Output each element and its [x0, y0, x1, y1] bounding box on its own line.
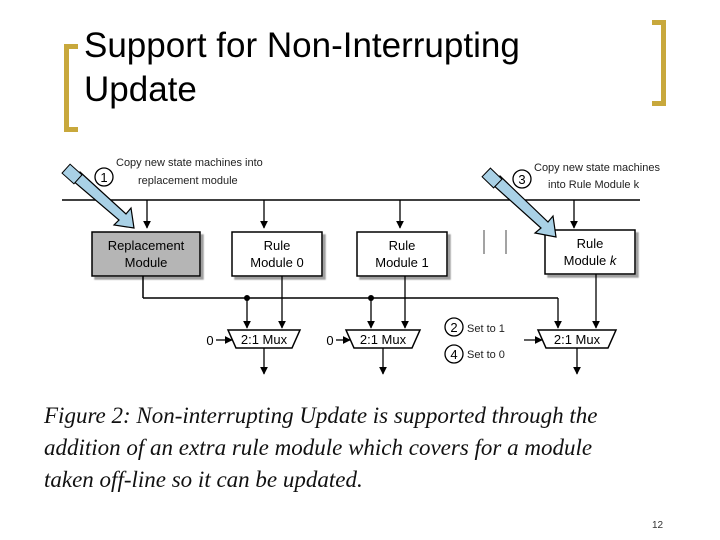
step-1-note-line-2: replacement module — [138, 175, 238, 187]
svg-text:Module: Module — [125, 255, 168, 270]
slide-title: Support for Non-Interrupting Update — [84, 24, 520, 112]
update-diagram: Replacement Module Rule Module 0 Rule Mo… — [61, 157, 660, 375]
svg-text:2: 2 — [450, 320, 457, 335]
svg-text:2:1 Mux: 2:1 Mux — [360, 332, 407, 347]
replacement-module: Replacement Module — [91, 231, 201, 277]
title-bracket-left — [64, 44, 78, 132]
rule-module-0: Rule Module 0 — [231, 231, 323, 277]
step-1-arrow — [61, 163, 135, 229]
step-1-marker: 1 — [94, 167, 114, 187]
mux-k: 2:1 Mux — [536, 329, 618, 349]
svg-text:Module 1: Module 1 — [375, 255, 428, 270]
svg-text:Rule: Rule — [389, 238, 416, 253]
svg-text:2:1 Mux: 2:1 Mux — [554, 332, 601, 347]
rule-module-1: Rule Module 1 — [356, 231, 448, 277]
step-2-marker: 2 — [444, 317, 464, 337]
caption-line-2: addition of an extra rule module which c… — [44, 435, 593, 460]
step-3-note-line-1: Copy new state machines — [534, 162, 660, 174]
mux-1: 2:1 Mux — [344, 329, 422, 349]
page-number: 12 — [652, 520, 664, 531]
rule-module-k: Rule Module k — [544, 229, 636, 275]
title-bracket-right — [652, 20, 666, 106]
step-2-note: Set to 1 — [467, 323, 505, 335]
figure-caption: Figure 2: Non-interrupting Update is sup… — [44, 400, 694, 496]
title-line-1: Support for Non-Interrupting — [84, 26, 520, 65]
svg-text:1: 1 — [100, 170, 107, 185]
step-4-note: Set to 0 — [467, 349, 505, 361]
step-3-arrow — [481, 167, 557, 238]
svg-text:2:1 Mux: 2:1 Mux — [241, 332, 288, 347]
svg-text:4: 4 — [450, 347, 457, 362]
mux1-zero-input: 0 — [326, 333, 333, 348]
caption-line-3: taken off-line so it can be updated. — [44, 467, 363, 492]
mux0-zero-input: 0 — [206, 333, 213, 348]
step-4-marker: 4 — [444, 344, 464, 364]
step-3-marker: 3 — [512, 169, 532, 189]
svg-text:3: 3 — [518, 172, 525, 187]
mux-0: 2:1 Mux — [226, 329, 302, 349]
svg-text:Rule: Rule — [577, 236, 604, 251]
svg-text:Replacement: Replacement — [108, 238, 185, 253]
title-line-2: Update — [84, 70, 197, 109]
svg-text:Rule: Rule — [264, 238, 291, 253]
svg-text:Module k: Module k — [564, 253, 618, 268]
step-1-note-line-1: Copy new state machines into — [116, 157, 263, 169]
svg-text:Module 0: Module 0 — [250, 255, 303, 270]
step-3-note-line-2: into Rule Module k — [548, 179, 640, 191]
caption-line-1: Figure 2: Non-interrupting Update is sup… — [44, 403, 598, 428]
